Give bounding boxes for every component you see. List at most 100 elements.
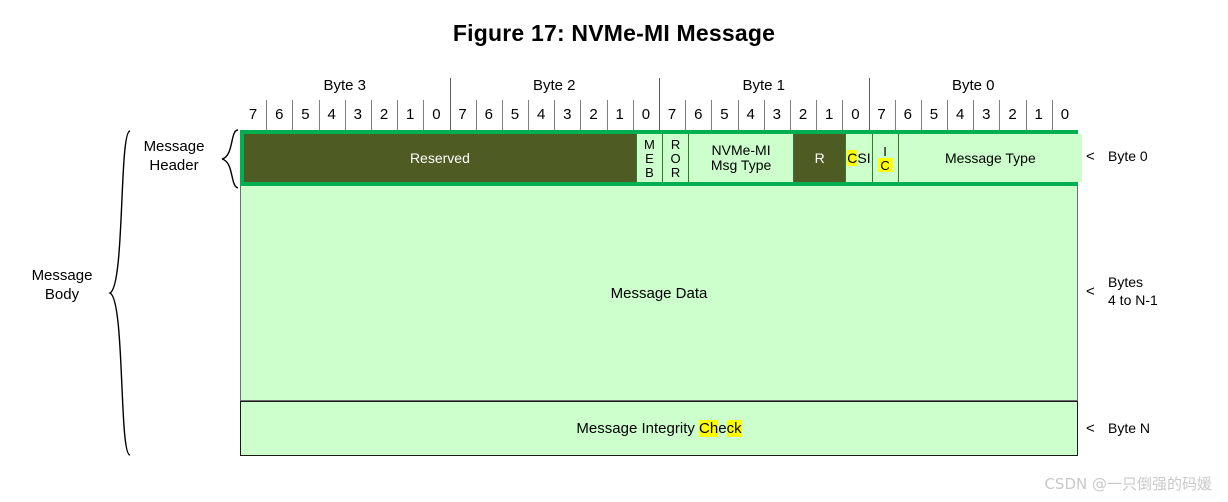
caret-icon-bytes-4-to-n-1: < xyxy=(1086,283,1095,300)
header-field-message-type: Message Type xyxy=(898,134,1082,182)
bit-cell-byte1-0: 0 xyxy=(851,106,860,123)
bit-divider-tick xyxy=(789,100,791,130)
right-label-bytes-line2: 4 to N-1 xyxy=(1108,291,1158,308)
bit-cell-byte2-0: 0 xyxy=(641,106,651,123)
header-field-ror: ROR xyxy=(663,134,690,182)
bit-cell-byte0-4: 4 xyxy=(955,106,965,123)
char: M xyxy=(576,420,589,437)
bit-divider-tick xyxy=(554,100,556,130)
bit-cell-byte1-6: 6 xyxy=(694,106,703,123)
header-field-label-r: R xyxy=(814,149,825,166)
bit-divider-tick xyxy=(606,100,608,130)
bit-divider-tick xyxy=(1025,100,1027,130)
header-field-reserved: Reserved xyxy=(244,134,637,182)
char: c xyxy=(726,420,735,437)
char: e xyxy=(588,420,598,437)
header-field-csi: CSI xyxy=(846,134,873,182)
right-label-bytes-line1: Bytes xyxy=(1108,274,1144,290)
char: y xyxy=(687,420,695,437)
char: n xyxy=(645,420,654,437)
bit-divider-tick xyxy=(423,100,425,130)
left-label-message-body-line2: Body xyxy=(44,285,80,303)
figure-title: Figure 17: NVMe-MI Message xyxy=(452,20,776,46)
bit-divider-tick xyxy=(397,100,399,130)
bit-cell-byte2-5: 5 xyxy=(510,106,520,123)
left-label-message-body: Message Body xyxy=(14,267,110,305)
header-field-label-meb: MEB xyxy=(641,137,657,179)
char: e xyxy=(718,420,727,437)
bit-cell-byte2-3: 3 xyxy=(563,106,572,123)
header-field-label-ror: ROR xyxy=(668,137,684,179)
left-label-message-header: Message Header xyxy=(128,138,220,176)
bit-cell-byte1-7: 7 xyxy=(667,106,677,123)
bit-cell-byte0-6: 6 xyxy=(903,106,912,123)
header-field-ic: IC xyxy=(872,134,899,182)
byte-label-3: Byte 0 xyxy=(951,77,995,94)
bit-divider-tick xyxy=(763,100,765,130)
watermark: CSDN @一只倒强的码媛 xyxy=(1044,475,1212,493)
bit-cell-byte3-6: 6 xyxy=(275,106,284,123)
message-data-label: Message Data xyxy=(610,284,708,302)
bit-cell-byte0-2: 2 xyxy=(1008,106,1017,123)
char: C xyxy=(877,158,893,172)
bit-cell-byte0-7: 7 xyxy=(877,106,886,123)
bit-cell-byte3-0: 0 xyxy=(432,106,441,123)
header-field-r: R xyxy=(793,134,847,182)
bit-cell-byte2-1: 1 xyxy=(615,106,624,123)
left-label-message-header-line2: Header xyxy=(149,156,199,174)
bit-divider-tick xyxy=(528,100,530,130)
bit-divider-tick xyxy=(580,100,582,130)
byte-label-1: Byte 2 xyxy=(532,77,576,94)
bit-divider-tick xyxy=(842,100,844,130)
bit-cell-byte1-4: 4 xyxy=(746,106,755,123)
bit-cell-byte1-5: 5 xyxy=(720,106,729,123)
bit-cell-byte1-2: 2 xyxy=(798,106,808,123)
char: I xyxy=(641,420,646,437)
char: C xyxy=(847,149,858,166)
bit-cell-byte0-5: 5 xyxy=(929,106,939,123)
char: C xyxy=(699,420,710,437)
left-label-message-body-line1: Message xyxy=(31,267,93,284)
bit-divider-tick xyxy=(947,100,949,130)
bit-cell-byte0-3: 3 xyxy=(982,106,991,123)
bit-divider-tick xyxy=(370,100,372,130)
char: k xyxy=(734,420,742,437)
byte-label-2: Byte 1 xyxy=(742,77,786,94)
bit-divider-tick xyxy=(1051,100,1053,130)
bit-cell-byte3-1: 1 xyxy=(406,106,415,123)
bit-divider-tick xyxy=(475,100,477,130)
char: g xyxy=(620,420,629,437)
char: i xyxy=(679,420,684,437)
bit-divider-tick xyxy=(685,100,687,130)
char: t xyxy=(683,420,688,437)
bit-divider-tick xyxy=(711,100,713,130)
byte-divider-tick xyxy=(659,78,660,130)
char: g xyxy=(666,420,675,437)
bit-cell-byte3-3: 3 xyxy=(353,106,363,123)
bit-cell-byte3-7: 7 xyxy=(248,106,258,123)
header-field-meb: MEB xyxy=(636,134,663,182)
char: e xyxy=(628,420,638,437)
bit-cell-byte3-2: 2 xyxy=(379,106,389,123)
bit-cell-byte0-1: 1 xyxy=(1034,106,1043,123)
bit-divider-tick xyxy=(632,100,634,130)
caret-icon-byte-n: < xyxy=(1086,420,1095,437)
byte-divider-tick xyxy=(449,78,451,130)
char: h xyxy=(709,420,719,437)
bit-cell-byte2-6: 6 xyxy=(484,106,493,123)
char: s xyxy=(597,420,605,437)
brace-message-header xyxy=(221,129,239,189)
bit-divider-tick xyxy=(318,100,320,130)
bit-divider-tick xyxy=(816,100,818,130)
char: I xyxy=(877,144,893,158)
char: s xyxy=(604,420,613,437)
bit-divider-tick xyxy=(266,100,268,130)
caret-icon-byte0: < xyxy=(1086,148,1095,165)
